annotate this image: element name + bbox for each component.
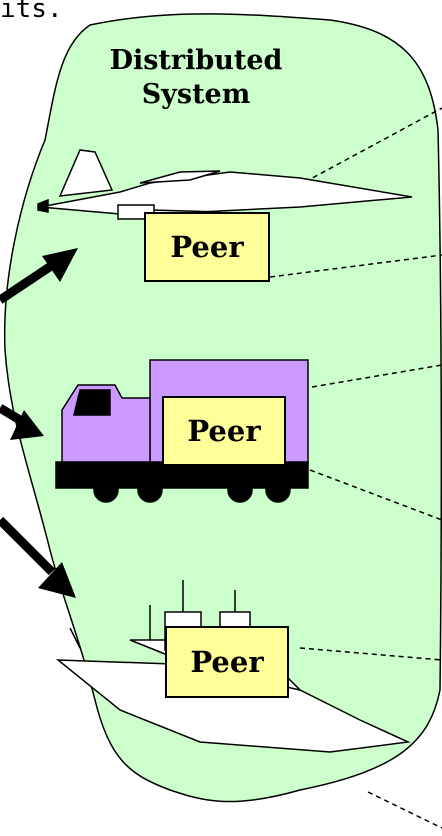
peer-box-jet: Peer	[144, 212, 270, 282]
region-title-line2: System	[76, 78, 316, 112]
region-title: Distributed System	[76, 44, 316, 112]
peer-box-truck: Peer	[162, 396, 286, 466]
region-title-line1: Distributed	[76, 44, 316, 78]
caption-fragment: ıts.	[0, 0, 63, 24]
peer-box-ship: Peer	[165, 626, 289, 698]
